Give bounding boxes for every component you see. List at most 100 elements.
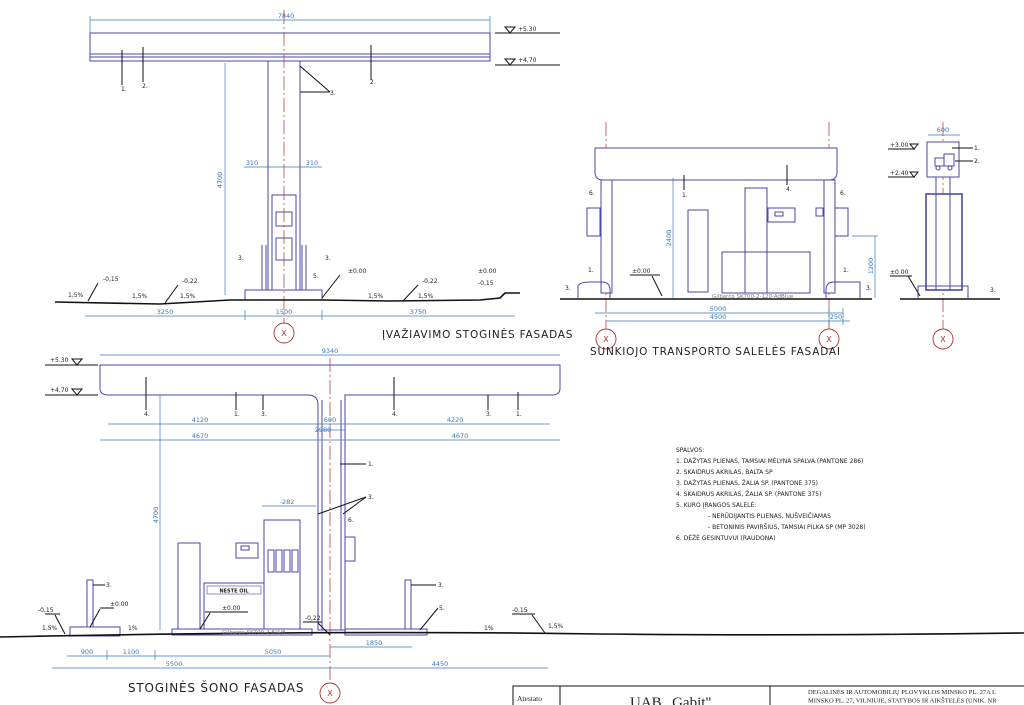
level-label: ±0.00 bbox=[110, 601, 129, 608]
callout: 1. bbox=[843, 267, 849, 274]
dim-4700: 4700 bbox=[216, 172, 224, 189]
level-label: -0,15 bbox=[478, 280, 494, 287]
dim-282: -282 bbox=[280, 498, 295, 506]
dim-600: 600 bbox=[324, 416, 336, 424]
callout: 2. bbox=[974, 158, 980, 165]
legend-item: - NERŪDIJANTIS PLIENAS, NUŠVEIČIAMAS bbox=[708, 513, 831, 520]
axis-marker bbox=[818, 328, 840, 350]
level-label: ±0.00 bbox=[890, 269, 909, 276]
dim-7840: 7840 bbox=[278, 12, 295, 20]
brand-logo: NESTE OIL bbox=[219, 589, 249, 595]
dim-4120: 4120 bbox=[192, 416, 209, 424]
callout: 6. bbox=[840, 190, 846, 197]
dim-4450: 4450 bbox=[432, 660, 449, 668]
callout: 3. bbox=[866, 285, 872, 292]
dispenser-small bbox=[177, 542, 201, 630]
level-label: -0,15 bbox=[38, 607, 54, 614]
project-title: MINSKO PL. 27, VILNIUJE, STATYBOS IR AIK… bbox=[808, 697, 997, 705]
dispenser-model: Gilbarco SK700-2 8/4/8 bbox=[222, 630, 286, 636]
view-title: SUNKIOJO TRANSPORTO SALELĖS FASADAI bbox=[590, 345, 841, 358]
slope-label: 1,5% bbox=[132, 293, 148, 300]
level-label: ±0.00 bbox=[478, 268, 497, 275]
callout: 5. bbox=[313, 273, 319, 280]
color-legend: SPALVOS: 1. DAŽYTAS PLIENAS, TAMSIAI MĖL… bbox=[676, 447, 866, 542]
view-title: ĮVAŽIAVIMO STOGINĖS FASADAS bbox=[382, 328, 573, 341]
level-marker: +2.40 bbox=[890, 170, 909, 177]
callout: 3. bbox=[565, 285, 571, 292]
level-label: -0,22 bbox=[305, 615, 321, 622]
callout: 3. bbox=[325, 255, 331, 262]
dim-600: 600 bbox=[937, 126, 949, 134]
legend-item: 3. DAŽYTAS PLIENAS, ŽALIA SP. (PANTONE 3… bbox=[676, 479, 818, 487]
company-name: UAB „Gabit" bbox=[630, 695, 712, 705]
callout: 3. bbox=[990, 287, 996, 294]
legend-item: - BETONINIS PAVIRŠIUS, TAMSIAI PILKA SP … bbox=[708, 524, 866, 531]
axis-label: X bbox=[603, 335, 609, 344]
front-facade: 7840 4700 310 310 +5.30 +4,70 1. 2. 2. 3… bbox=[54, 10, 573, 344]
callout: 3. bbox=[106, 582, 112, 589]
callout: 2. bbox=[142, 83, 148, 90]
callout: 1. bbox=[234, 411, 240, 418]
legend-item: 5. KURO ĮRANGOS SALELĖ: bbox=[676, 502, 756, 509]
slope-label: 1% bbox=[128, 625, 138, 632]
dim-5000: 5000 bbox=[710, 305, 727, 313]
dim-310: 310 bbox=[246, 159, 258, 167]
level-marker: +3.00 bbox=[890, 142, 909, 149]
level-label: -0,15 bbox=[103, 276, 119, 283]
callout: 4. bbox=[392, 411, 398, 418]
dim-4700: 4700 bbox=[152, 507, 160, 524]
dim-4220: 4220 bbox=[447, 416, 464, 424]
axis-label: X bbox=[281, 329, 287, 338]
dim-1200: 1200 bbox=[867, 258, 875, 275]
dim-250: 250 bbox=[830, 313, 842, 321]
callout: 1. bbox=[368, 461, 374, 468]
island-base bbox=[244, 289, 323, 301]
dim-1850: 1850 bbox=[366, 639, 383, 647]
level-marker: +5.30 bbox=[50, 357, 69, 364]
level-label: -0,22 bbox=[182, 278, 198, 285]
callout: 3. bbox=[330, 90, 336, 97]
level-label: ±0.00 bbox=[348, 268, 367, 275]
dim-2980: 2980 bbox=[315, 426, 332, 434]
dispenser bbox=[744, 187, 768, 294]
legend-heading: SPALVOS: bbox=[676, 447, 704, 454]
dim-1100: 1100 bbox=[123, 648, 140, 656]
slope-label: 1,5% bbox=[548, 623, 564, 630]
level-label: ±0.00 bbox=[222, 605, 241, 612]
slope-label: 1,5% bbox=[42, 625, 58, 632]
slope-label: 1,5% bbox=[68, 292, 84, 299]
side-facade: 9340 +5.30 +4,70 4120 600 4220 2980 4670… bbox=[0, 347, 1024, 704]
dim-4670: 4670 bbox=[452, 432, 469, 440]
dim-5050: 5050 bbox=[265, 648, 282, 656]
callout: 3. bbox=[486, 411, 492, 418]
dim-3750: 3750 bbox=[410, 308, 427, 316]
truck-island-facade: Gilbarco SK700-2-120-AdBlue 2400 1200 50… bbox=[560, 122, 1000, 358]
title-block-cell: Atestato bbox=[517, 694, 542, 703]
axis-marker bbox=[273, 322, 295, 344]
axis-label: X bbox=[940, 335, 946, 344]
level-label: -0,15 bbox=[512, 607, 528, 614]
dispenser-model: Gilbarco SK700-2-120-AdBlue bbox=[712, 294, 794, 300]
callout: 4. bbox=[786, 186, 792, 193]
callout: 6. bbox=[589, 190, 595, 197]
level-label: ±0.00 bbox=[632, 268, 651, 275]
dispenser-small bbox=[687, 209, 709, 293]
axis-marker bbox=[932, 328, 954, 350]
callout: 1. bbox=[516, 411, 522, 418]
dim-310: 310 bbox=[306, 159, 318, 167]
callout: 3. bbox=[238, 255, 244, 262]
axis-marker bbox=[595, 328, 617, 350]
callout: 3. bbox=[438, 582, 444, 589]
axis-label: X bbox=[826, 335, 832, 344]
legend-item: 2. SKAIDRUS AKRILAS, BALTA SP bbox=[676, 469, 773, 476]
level-marker: +5.30 bbox=[518, 26, 537, 33]
dim-900: 900 bbox=[81, 648, 93, 656]
legend-item: 1. DAŽYTAS PLIENAS, TAMSIAI MĖLYNA SPALV… bbox=[676, 457, 863, 465]
callout: 5. bbox=[439, 605, 445, 612]
axis-marker bbox=[319, 682, 341, 704]
slope-label: 1% bbox=[484, 625, 494, 632]
dim-2400: 2400 bbox=[665, 230, 673, 247]
legend-item: 4. SKAIDRUS AKRILAS, ŽALIA SP. (PANTONE … bbox=[676, 490, 821, 498]
callout: 4. bbox=[144, 411, 150, 418]
